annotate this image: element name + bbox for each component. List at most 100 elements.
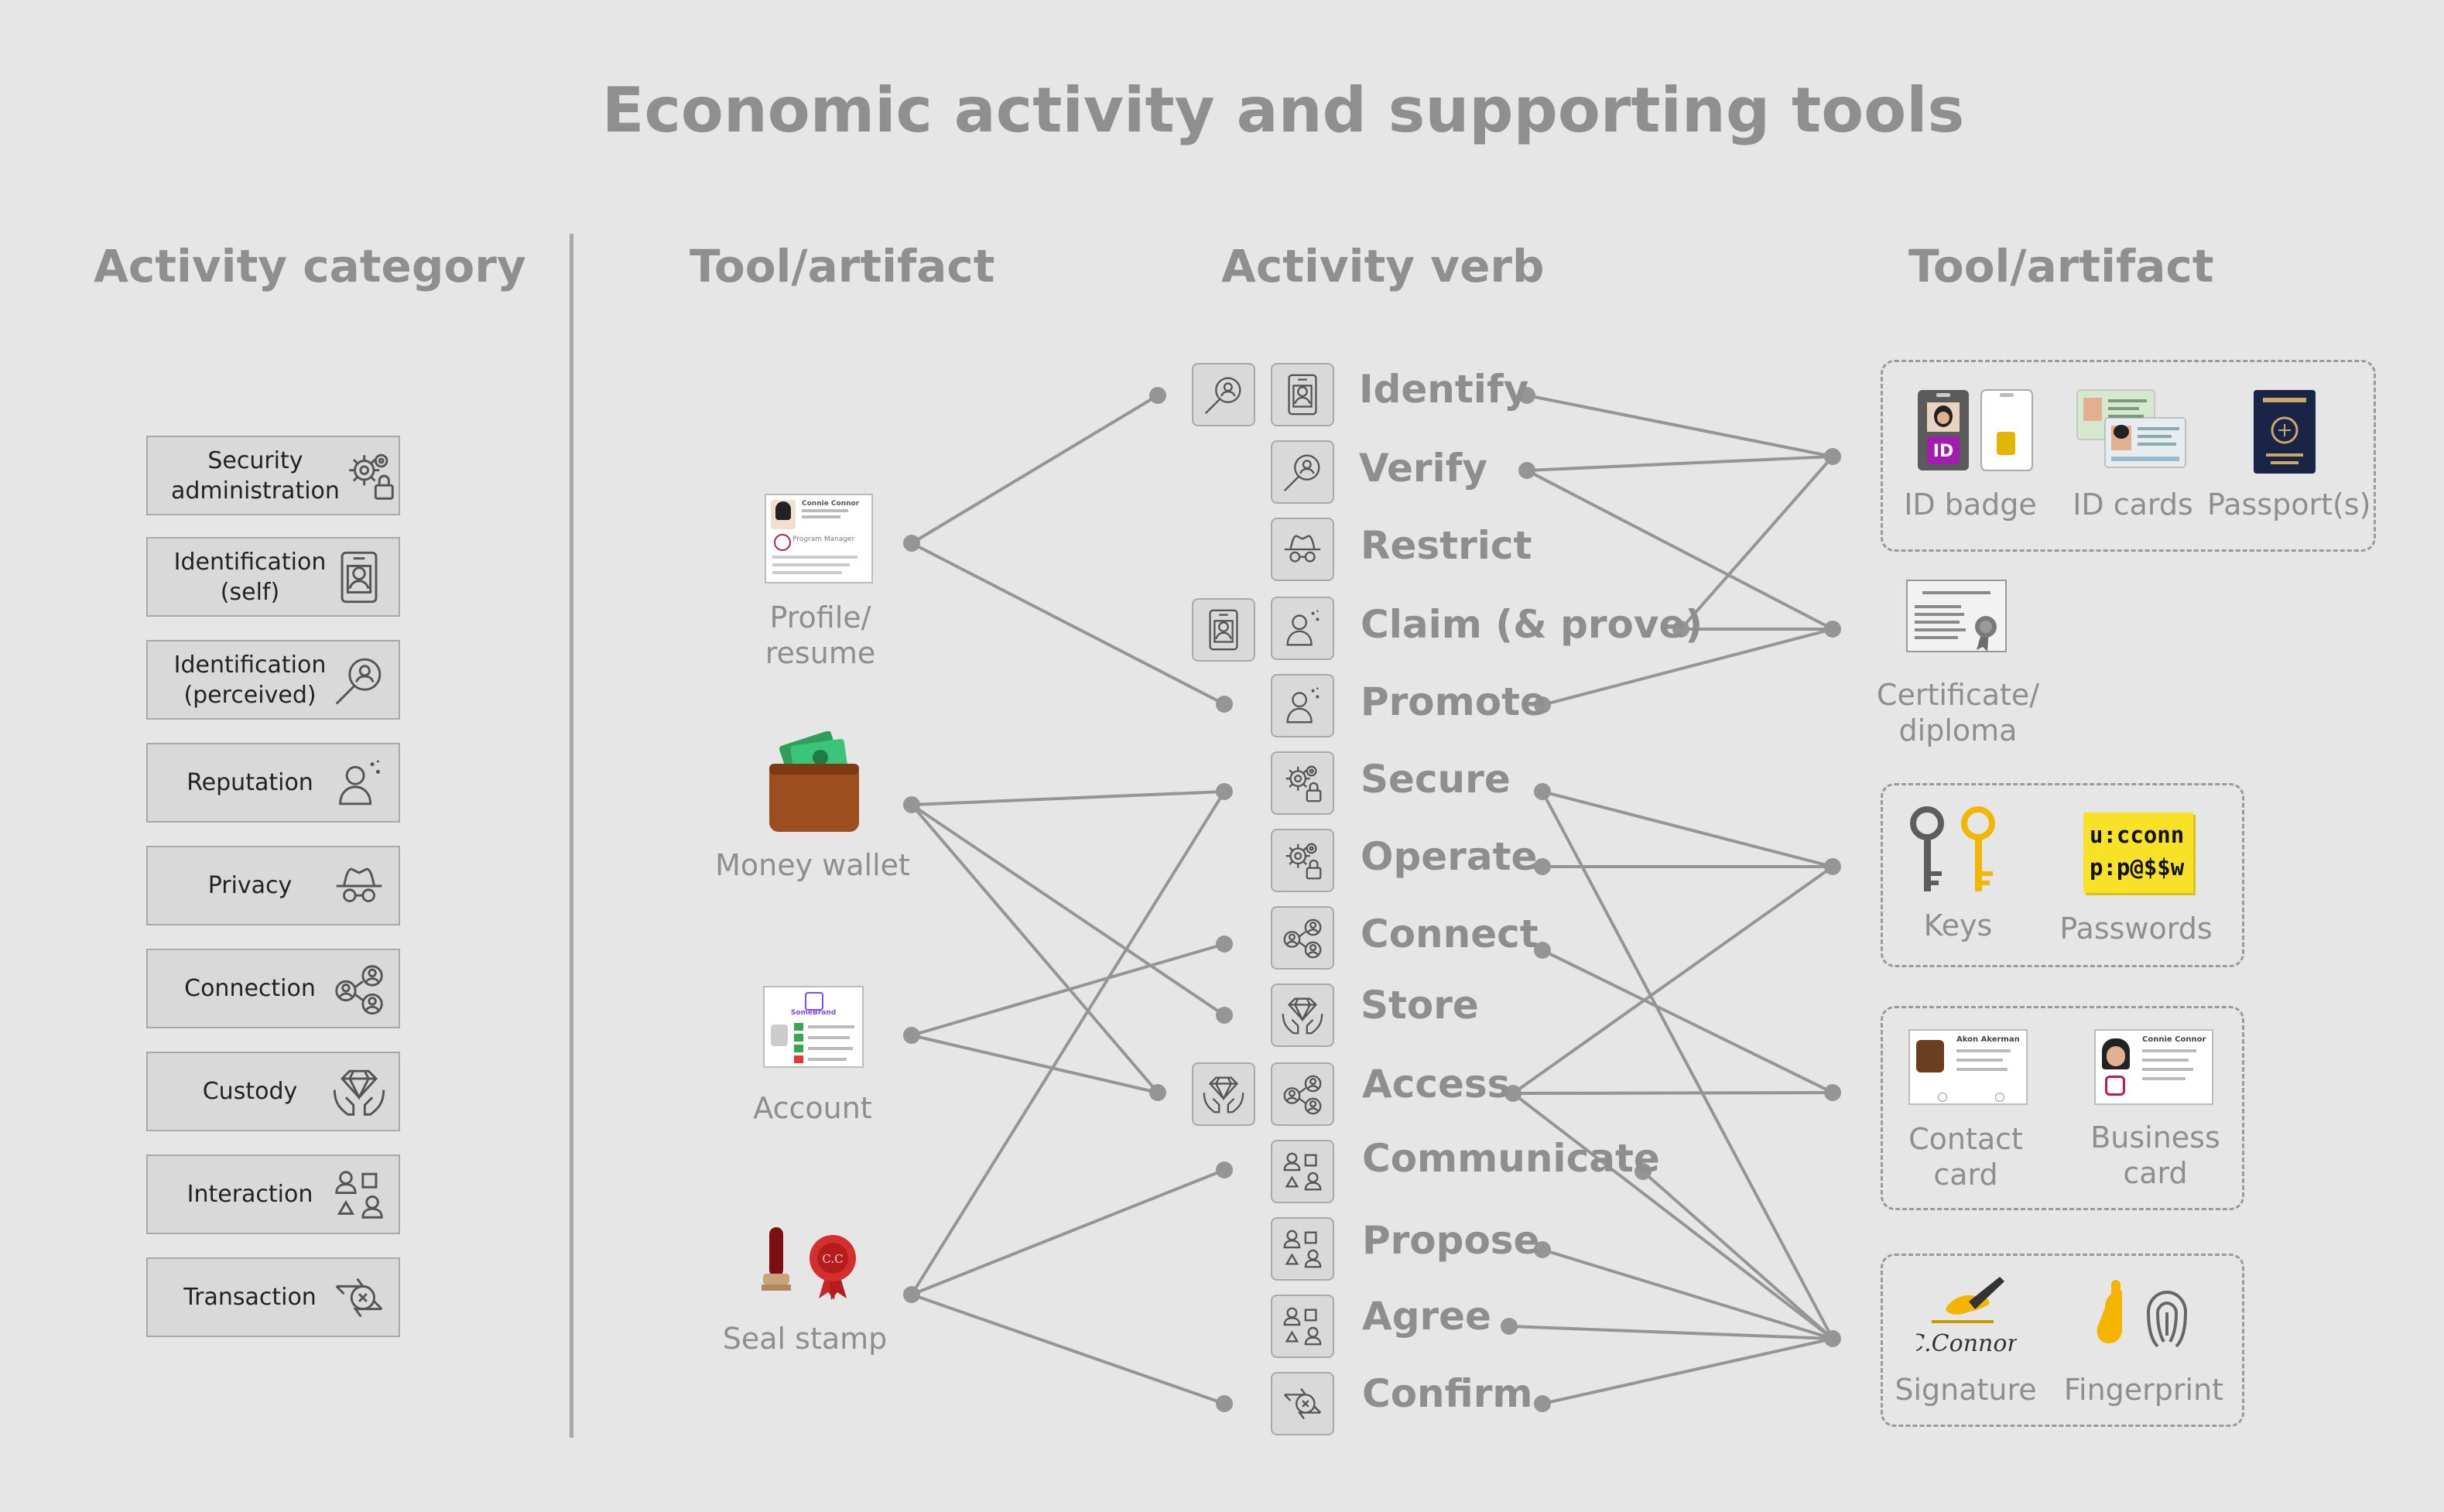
cards-group — [1881, 1006, 2244, 1210]
magnifier-person-icon — [1278, 448, 1326, 496]
gear-lock-icon — [340, 446, 400, 506]
tool-account-label: Account — [753, 1091, 872, 1125]
magnifier-person-icon — [329, 650, 389, 710]
tool-business-card-label: Business card — [2090, 1120, 2220, 1190]
people-network-icon — [1278, 914, 1326, 962]
category-label: Connection — [184, 975, 316, 1002]
id-badge-image: ID — [1918, 389, 2033, 471]
category-label: Custody — [202, 1078, 298, 1105]
verb-identify: Identify — [1359, 367, 1529, 412]
id-tools-group — [1881, 360, 2376, 552]
incognito-icon — [1278, 525, 1326, 573]
person-sparkle-icon — [1278, 682, 1326, 730]
category-label: Reputation — [187, 769, 313, 796]
verb-agree: Agree — [1362, 1294, 1491, 1339]
category-label: Security administration — [171, 446, 340, 505]
tool-passwords-label: Passwords — [2059, 912, 2213, 946]
magnifier-person-icon — [1200, 371, 1248, 419]
verb-secure: Secure — [1361, 757, 1511, 802]
category-interaction: Interaction — [146, 1155, 400, 1234]
tool-fingerprint-label: Fingerprint — [2063, 1373, 2224, 1407]
person-sparkle-icon — [329, 753, 389, 813]
verb-communicate: Communicate — [1362, 1136, 1660, 1181]
people-shapes-icon — [1278, 1302, 1326, 1350]
verb-connect: Connect — [1361, 912, 1539, 956]
verb-claim-prove: Claim (& prove) — [1361, 602, 1703, 647]
header-tool-artifact-right: Tool/artifact — [1908, 240, 2214, 292]
verb-icon-communicate — [1271, 1140, 1334, 1203]
category-custody: Custody — [146, 1052, 400, 1131]
tool-id-cards-label: ID cards — [2073, 487, 2193, 522]
people-shapes-icon — [1278, 1225, 1326, 1273]
hands-gem-icon — [1200, 1070, 1248, 1118]
passwords-image: u:cconn p:p@$$w — [2083, 812, 2193, 893]
verb-icon-connect — [1271, 906, 1334, 970]
contact-card-image: Akon Akerman — [1908, 1029, 2028, 1105]
verb-propose: Propose — [1362, 1218, 1540, 1263]
category-transaction: Transaction — [146, 1257, 400, 1337]
seal-stamp-image: C.C — [762, 1227, 856, 1300]
keys-image — [1910, 806, 1995, 891]
signature-image: C.Connor — [1916, 1277, 2017, 1357]
id-badge-text: ID — [1933, 442, 1953, 461]
category-reputation: Reputation — [146, 743, 400, 823]
verb-restrict: Restrict — [1361, 523, 1532, 568]
id-cards-image — [2076, 389, 2186, 468]
category-connection: Connection — [146, 949, 400, 1028]
tool-money-wallet-label: Money wallet — [715, 848, 910, 882]
exchange-arrows-icon — [329, 1267, 389, 1328]
account-image: SomeBrand — [763, 986, 864, 1068]
people-network-icon — [1278, 1070, 1326, 1118]
column-divider — [570, 234, 573, 1438]
identify-extra-icon-box — [1192, 363, 1255, 426]
keys-passwords-group — [1881, 783, 2244, 967]
business-card-image: Connie Connor — [2094, 1029, 2213, 1105]
signature-fingerprint-group — [1881, 1254, 2244, 1427]
people-shapes-icon — [1278, 1148, 1326, 1196]
tool-seal-stamp-label: Seal stamp — [722, 1322, 888, 1356]
passport-image — [2254, 390, 2316, 474]
hands-gem-icon — [1278, 991, 1326, 1039]
verb-icon-verify — [1271, 440, 1334, 504]
people-shapes-icon — [329, 1165, 389, 1225]
signature-text: C.Connor — [1916, 1330, 2017, 1357]
person-sparkle-icon — [1278, 604, 1326, 652]
verb-confirm: Confirm — [1362, 1371, 1533, 1416]
exchange-arrows-icon — [1278, 1380, 1326, 1428]
category-label: Privacy — [207, 872, 293, 899]
category-label: Identification (self) — [173, 548, 327, 606]
verb-icon-secure — [1271, 751, 1334, 815]
tool-contact-card-label: Contact card — [1908, 1122, 2023, 1192]
people-network-icon — [329, 959, 389, 1019]
category-label: Interaction — [187, 1181, 313, 1208]
tool-keys-label: Keys — [1923, 908, 1993, 942]
id-badge-icon — [1200, 606, 1248, 654]
money-wallet-image — [769, 731, 859, 832]
id-badge-icon — [329, 547, 389, 607]
verb-icon-confirm — [1271, 1372, 1334, 1435]
incognito-icon — [329, 856, 389, 916]
hands-gem-icon — [329, 1062, 389, 1122]
header-tool-artifact-left: Tool/artifact — [690, 240, 995, 292]
tool-id-badge-label: ID badge — [1904, 487, 2037, 522]
profile-resume-image: Connie Connor Program Manager — [765, 494, 873, 583]
verb-icon-promote — [1271, 674, 1334, 737]
id-badge-icon — [1278, 371, 1326, 419]
claim-extra-icon-box — [1192, 598, 1255, 662]
seal-text: C.C — [822, 1252, 843, 1266]
verb-promote: Promote — [1361, 679, 1546, 724]
tool-profile-resume-label: Profile/ resume — [765, 600, 876, 670]
verb-verify: Verify — [1359, 446, 1488, 491]
header-activity-category: Activity category — [94, 240, 526, 292]
verb-icon-restrict — [1271, 518, 1334, 581]
verb-operate: Operate — [1361, 834, 1538, 879]
gear-lock-icon — [1278, 759, 1326, 807]
gear-lock-icon — [1278, 836, 1326, 884]
category-identification-perceived: Identification (perceived) — [146, 640, 400, 720]
verb-access: Access — [1362, 1062, 1511, 1107]
verb-icon-propose — [1271, 1217, 1334, 1281]
access-extra-icon-box — [1192, 1062, 1255, 1126]
tool-signature-label: Signature — [1895, 1373, 2037, 1407]
header-activity-verb: Activity verb — [1221, 240, 1545, 292]
